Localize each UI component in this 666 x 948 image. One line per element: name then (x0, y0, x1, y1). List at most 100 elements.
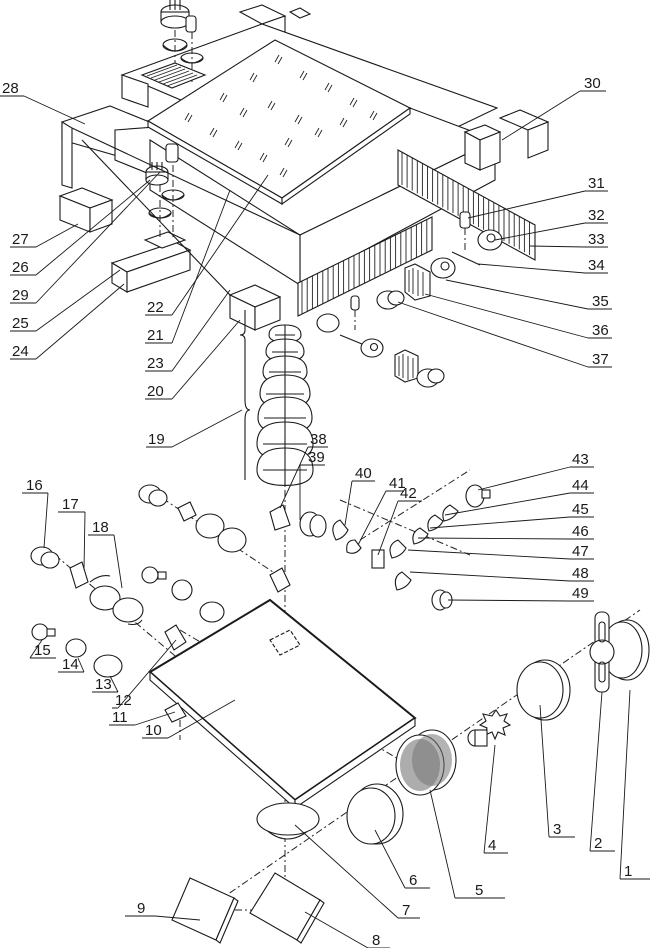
label-number: 48 (572, 565, 589, 582)
leader-line (23, 95, 86, 125)
leader-line (619, 689, 631, 880)
label-number: 2 (594, 835, 602, 852)
leader-line (407, 549, 571, 560)
label-number: 20 (147, 383, 164, 400)
label-1: 1 (619, 689, 650, 880)
label-41: 41 (357, 475, 406, 546)
upper-frame-left-wall (121, 74, 149, 108)
leader-line (477, 466, 571, 491)
label-number: 31 (588, 175, 605, 192)
prism-38 (269, 504, 291, 531)
label-23: 23 (145, 289, 231, 372)
leader-line (171, 174, 269, 316)
label-8: 8 (304, 911, 390, 948)
leader-line (374, 829, 406, 889)
rotor-4 (467, 709, 512, 747)
label-number: 18 (92, 519, 109, 536)
leader-line (35, 269, 121, 332)
label-26: 26 (10, 179, 151, 276)
leader-line (589, 691, 603, 852)
label-number: 4 (488, 837, 496, 854)
label-25: 25 (10, 269, 121, 332)
reference-labels: 1234567891011121314151617181920212223242… (0, 75, 650, 948)
mirror-8 (249, 872, 325, 944)
prism-12 (164, 624, 187, 651)
label-number: 1 (624, 863, 632, 880)
label-number: 34 (588, 257, 605, 274)
leader-line (397, 301, 589, 368)
left-arm-face (61, 121, 73, 189)
label-11: 11 (109, 709, 176, 726)
label-number: 37 (592, 351, 609, 368)
leader-line (279, 446, 309, 509)
label-37: 37 (397, 301, 612, 368)
leader-line (171, 409, 243, 448)
label-16: 16 (22, 477, 49, 549)
prism-upper (269, 567, 291, 593)
label-number: 38 (310, 431, 327, 448)
leader-line (357, 490, 387, 546)
label-number: 46 (572, 523, 589, 540)
label-number: 6 (409, 872, 417, 889)
label-34: 34 (477, 257, 608, 274)
rear-tab (288, 7, 312, 19)
label-number: 30 (584, 75, 601, 92)
label-14: 14 (58, 656, 85, 673)
leader-line (444, 492, 571, 516)
channel-24-side (126, 249, 191, 293)
leader-line (445, 279, 589, 310)
label-24: 24 (10, 283, 125, 360)
lens-6 (346, 783, 404, 845)
label-32: 32 (494, 207, 608, 241)
label-38: 38 (279, 431, 328, 509)
label-29: 29 (10, 171, 161, 304)
leader-line (477, 263, 586, 274)
label-43: 43 (477, 451, 594, 491)
leader-line (117, 639, 177, 709)
bracket-19 (239, 310, 251, 411)
label-20: 20 (145, 319, 241, 400)
label-47: 47 (407, 543, 594, 560)
heatsink-fin-strip-lower (297, 216, 433, 317)
condenser-lens-3 (516, 659, 571, 721)
leader-line (35, 179, 151, 276)
axis-right-cluster (339, 499, 471, 556)
label-number: 7 (402, 902, 410, 919)
label-45: 45 (429, 501, 594, 529)
label-number: 25 (12, 315, 29, 332)
label-number: 49 (572, 585, 589, 602)
label-number: 26 (12, 259, 29, 276)
label-number: 36 (592, 322, 609, 339)
leader-line (377, 500, 399, 556)
leader-line (529, 245, 586, 248)
label-19: 19 (146, 409, 243, 448)
label-number: 16 (26, 477, 43, 494)
label-49: 49 (447, 585, 594, 602)
leader-line (424, 293, 589, 339)
label-33: 33 (529, 231, 608, 248)
label-number: 35 (592, 293, 609, 310)
heatsink-fin-strip-upper (397, 149, 536, 261)
segmented-reflector-column (239, 310, 314, 580)
label-39: 39 (299, 449, 325, 520)
leader-line (539, 704, 550, 838)
label-number: 3 (553, 821, 561, 838)
right-small-block-side (479, 131, 501, 171)
leader-line (77, 657, 85, 673)
label-number: 43 (572, 451, 589, 468)
lens-7 (256, 802, 320, 840)
leader-line (344, 480, 353, 526)
upper-lamp-stack (160, 0, 204, 82)
leader-line (294, 824, 399, 919)
label-number: 27 (12, 231, 29, 248)
glass-texture-marks (184, 54, 378, 178)
leader-line (109, 675, 119, 693)
label-27: 27 (10, 223, 79, 248)
leader-line (467, 190, 586, 219)
leader-line (113, 534, 123, 589)
label-number: 10 (145, 722, 162, 739)
box-27-side (89, 199, 113, 233)
label-21: 21 (145, 189, 231, 344)
axis-diagonal-main (204, 609, 641, 911)
